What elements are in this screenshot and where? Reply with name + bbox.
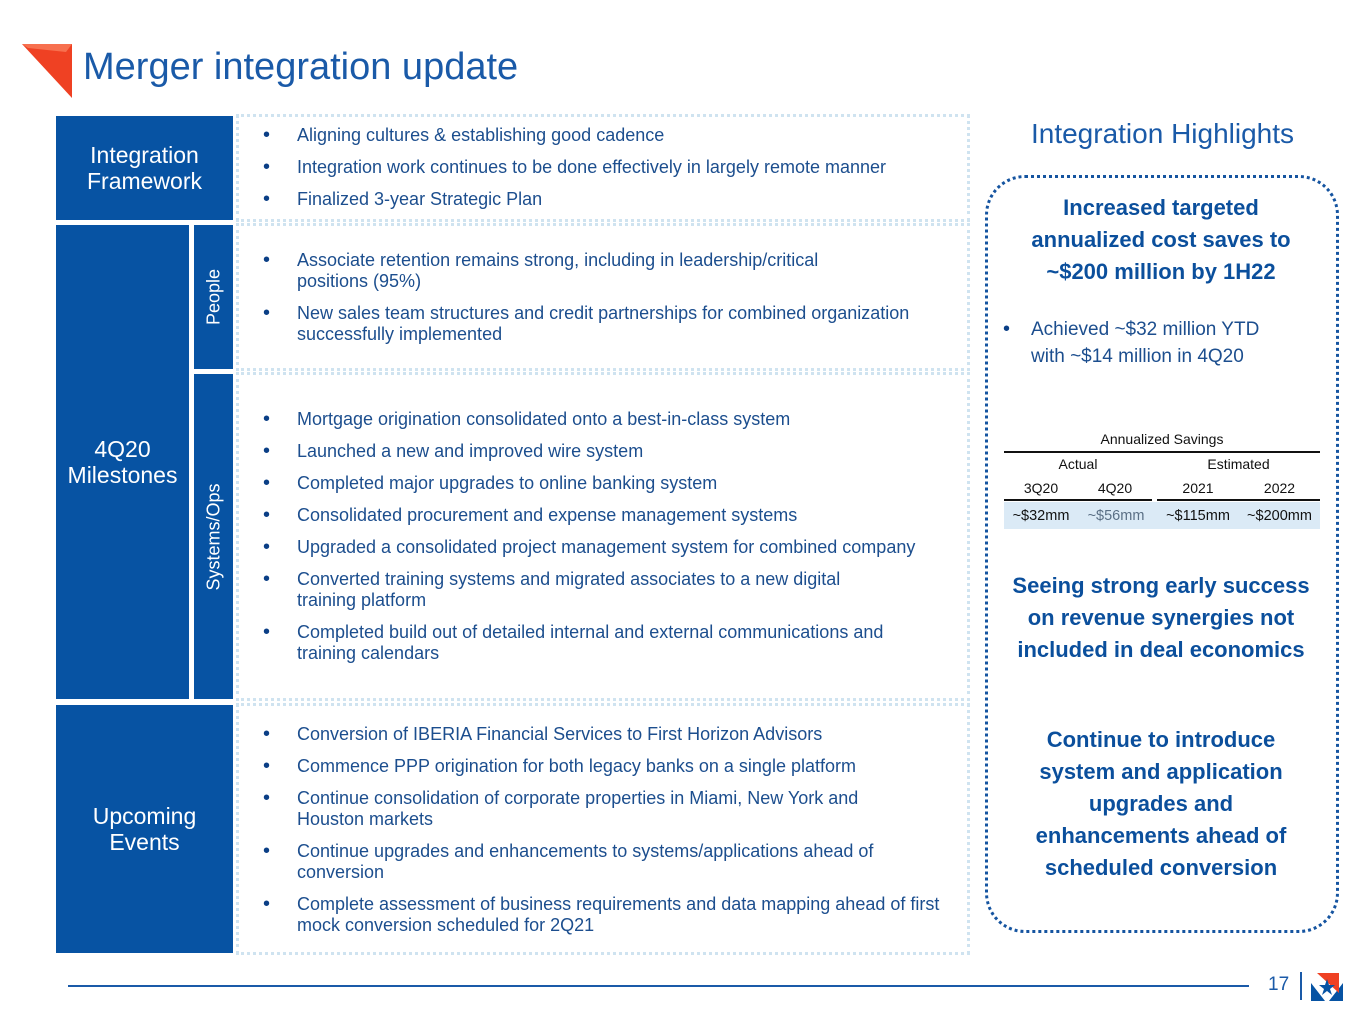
- highlights-title: Integration Highlights: [1030, 118, 1295, 149]
- people-label: People: [203, 268, 223, 326]
- savings-table-title: Annualized Savings: [1100, 431, 1224, 447]
- savings-values-row: [1004, 502, 1320, 529]
- list-item: Launched a new and improved wire system: [239, 441, 967, 462]
- list-item: Consolidated procurement and expense man…: [239, 505, 967, 526]
- highlight-cost-saves: Increased targeted annualized cost saves…: [1031, 195, 1291, 284]
- list-item: Commence PPP origination for both legacy…: [239, 756, 967, 777]
- savings-value: ~$56mm: [1087, 508, 1145, 524]
- highlight-upgrades: Continue to introduce system and applica…: [1035, 727, 1287, 880]
- footer-rule: [68, 985, 1249, 987]
- list-item: Associate retention remains strong, incl…: [239, 250, 867, 292]
- brand-logo-icon: [1311, 971, 1343, 1001]
- framework-bullet-list: Aligning cultures & establishing good ca…: [239, 125, 967, 221]
- list-item: Converted training systems and migrated …: [239, 569, 887, 611]
- milestones-label: 4Q20 Milestones: [56, 225, 189, 699]
- list-item: Completed major upgrades to online banki…: [239, 473, 967, 494]
- systems-bullet-list: Mortgage origination consolidated onto a…: [239, 409, 967, 675]
- people-label-block: People: [194, 225, 233, 369]
- savings-value: ~$200mm: [1247, 508, 1312, 524]
- people-panel: Associate retention remains strong, incl…: [236, 223, 970, 371]
- savings-value: ~$115mm: [1166, 508, 1230, 524]
- systems-panel: Mortgage origination consolidated onto a…: [236, 372, 970, 701]
- upcoming-events-label: Upcoming Events: [56, 705, 233, 953]
- highlight-bullet: • Achieved ~$32 million YTD with ~$14 mi…: [1003, 318, 1260, 367]
- savings-group-estimated: Estimated: [1207, 456, 1270, 472]
- highlight-revenue-synergies: Seeing strong early success on revenue s…: [1012, 573, 1310, 662]
- list-item: Conversion of IBERIA Financial Services …: [239, 724, 967, 745]
- list-item: Completed build out of detailed internal…: [239, 622, 947, 664]
- people-bullet-list: Associate retention remains strong, incl…: [239, 250, 967, 356]
- savings-col-header: 3Q20: [1023, 480, 1059, 496]
- integration-framework-label: Integration Framework: [56, 116, 233, 220]
- systems-label-block: Systems/Ops: [194, 374, 233, 699]
- savings-group-actual: Actual: [1058, 456, 1098, 472]
- savings-col-header: 2021: [1182, 480, 1214, 496]
- highlights-box: [985, 175, 1339, 933]
- list-item: Continue upgrades and enhancements to sy…: [239, 841, 907, 883]
- list-item: Finalized 3-year Strategic Plan: [239, 189, 967, 210]
- upcoming-bullet-list: Conversion of IBERIA Financial Services …: [239, 724, 967, 947]
- page-title: Merger integration update: [83, 46, 519, 88]
- list-item: Aligning cultures & establishing good ca…: [239, 125, 967, 146]
- list-item: Upgraded a consolidated project manageme…: [239, 537, 967, 558]
- savings-col-header: 2022: [1263, 480, 1296, 496]
- page-number: 17: [1268, 974, 1290, 995]
- list-item: Complete assessment of business requirem…: [239, 894, 957, 936]
- list-item: New sales team structures and credit par…: [239, 303, 967, 345]
- savings-actual-rule: [1004, 499, 1152, 501]
- list-item: Integration work continues to be done ef…: [239, 157, 967, 178]
- savings-estimated-rule: [1157, 499, 1320, 501]
- savings-value: ~$32mm: [1012, 508, 1070, 524]
- integration-framework-panel: Aligning cultures & establishing good ca…: [236, 114, 970, 222]
- footer-separator: [1300, 972, 1302, 1000]
- list-item: Continue consolidation of corporate prop…: [239, 788, 927, 830]
- list-item: Mortgage origination consolidated onto a…: [239, 409, 967, 430]
- systems-label: Systems/Ops: [203, 482, 223, 591]
- upcoming-events-panel: Conversion of IBERIA Financial Services …: [236, 703, 970, 955]
- corner-logo-icon: [22, 44, 72, 98]
- savings-table-top-rule: [1004, 451, 1320, 453]
- savings-col-header: 4Q20: [1097, 480, 1133, 496]
